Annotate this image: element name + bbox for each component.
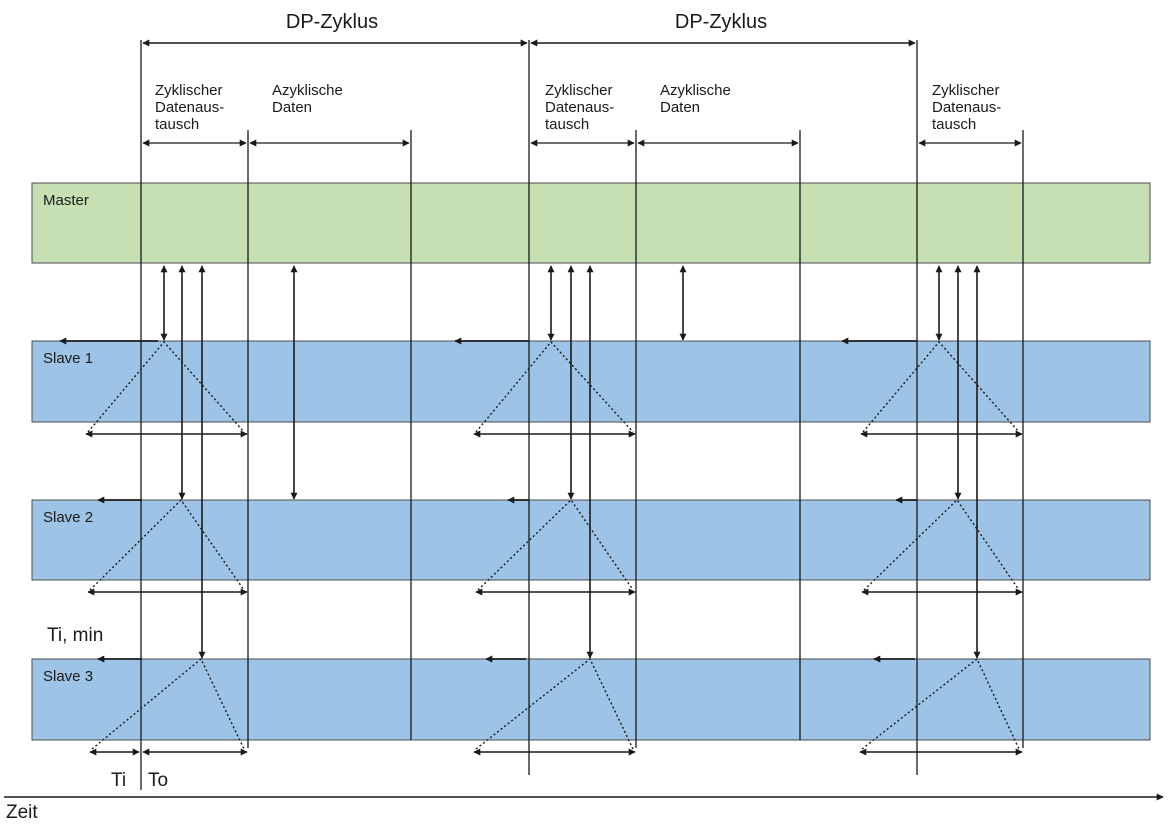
triangle-c1-s1	[87, 340, 245, 433]
slave-3-label: Slave 3	[43, 668, 93, 685]
cyclic-2-line-2: Datenaus-	[545, 99, 614, 116]
cyclic-3-line-1: Zyklischer	[932, 82, 1000, 99]
slave-3-band	[31, 658, 1151, 741]
acyclic-2-line-2: Daten	[660, 99, 700, 116]
master-label: Master	[43, 192, 89, 209]
slave-2-band	[31, 499, 1151, 581]
ti-min-label: Ti, min	[47, 625, 103, 646]
acyclic-1-line-2: Daten	[272, 99, 312, 116]
response-triangles	[87, 340, 1020, 750]
triangle-c3-s1	[862, 340, 1020, 433]
acyclic-2-label: Azyklische Daten	[660, 82, 735, 116]
triangle-c3-s3	[861, 657, 1020, 750]
bands-layer	[31, 182, 1151, 741]
cyclic-2-line-1: Zyklischer	[545, 82, 613, 99]
slave-2-label: Slave 2	[43, 509, 93, 526]
cyclic-2-label: Zyklischer Datenaus- tausch	[545, 82, 618, 133]
cyclic-3-label: Zyklischer Datenaus- tausch	[932, 82, 1005, 133]
guide-lines	[140, 40, 1024, 790]
cyclic-1-line-3: tausch	[155, 116, 199, 133]
acyclic-1-line-1: Azyklische	[272, 82, 343, 99]
ti-label: Ti	[111, 770, 126, 791]
cyclic-3-line-2: Datenaus-	[932, 99, 1001, 116]
slave-1-label: Slave 1	[43, 350, 93, 367]
triangle-c1-s2	[89, 498, 245, 591]
baseline-arrows	[85, 430, 1023, 756]
triangle-c2-s3	[475, 657, 634, 750]
dp-cycle-2-label: DP-Zyklus	[675, 11, 767, 33]
to-label: To	[148, 770, 168, 791]
cyclic-1-line-2: Datenaus-	[155, 99, 224, 116]
time-axis-label: Zeit	[6, 802, 38, 823]
acyclic-2-line-1: Azyklische	[660, 82, 731, 99]
master-band	[31, 182, 1151, 264]
triangle-c2-s1	[475, 340, 634, 433]
cyclic-1-label: Zyklischer Datenaus- tausch	[155, 82, 228, 133]
exchange-arrows	[160, 265, 981, 659]
cyclic-2-line-3: tausch	[545, 116, 589, 133]
acyclic-1-label: Azyklische Daten	[272, 82, 347, 116]
triangle-c1-s3	[91, 657, 245, 750]
ti-min-arrows	[59, 337, 917, 663]
dp-cycle-1-label: DP-Zyklus	[286, 11, 378, 33]
cyclic-1-line-1: Zyklischer	[155, 82, 223, 99]
cyclic-3-line-3: tausch	[932, 116, 976, 133]
